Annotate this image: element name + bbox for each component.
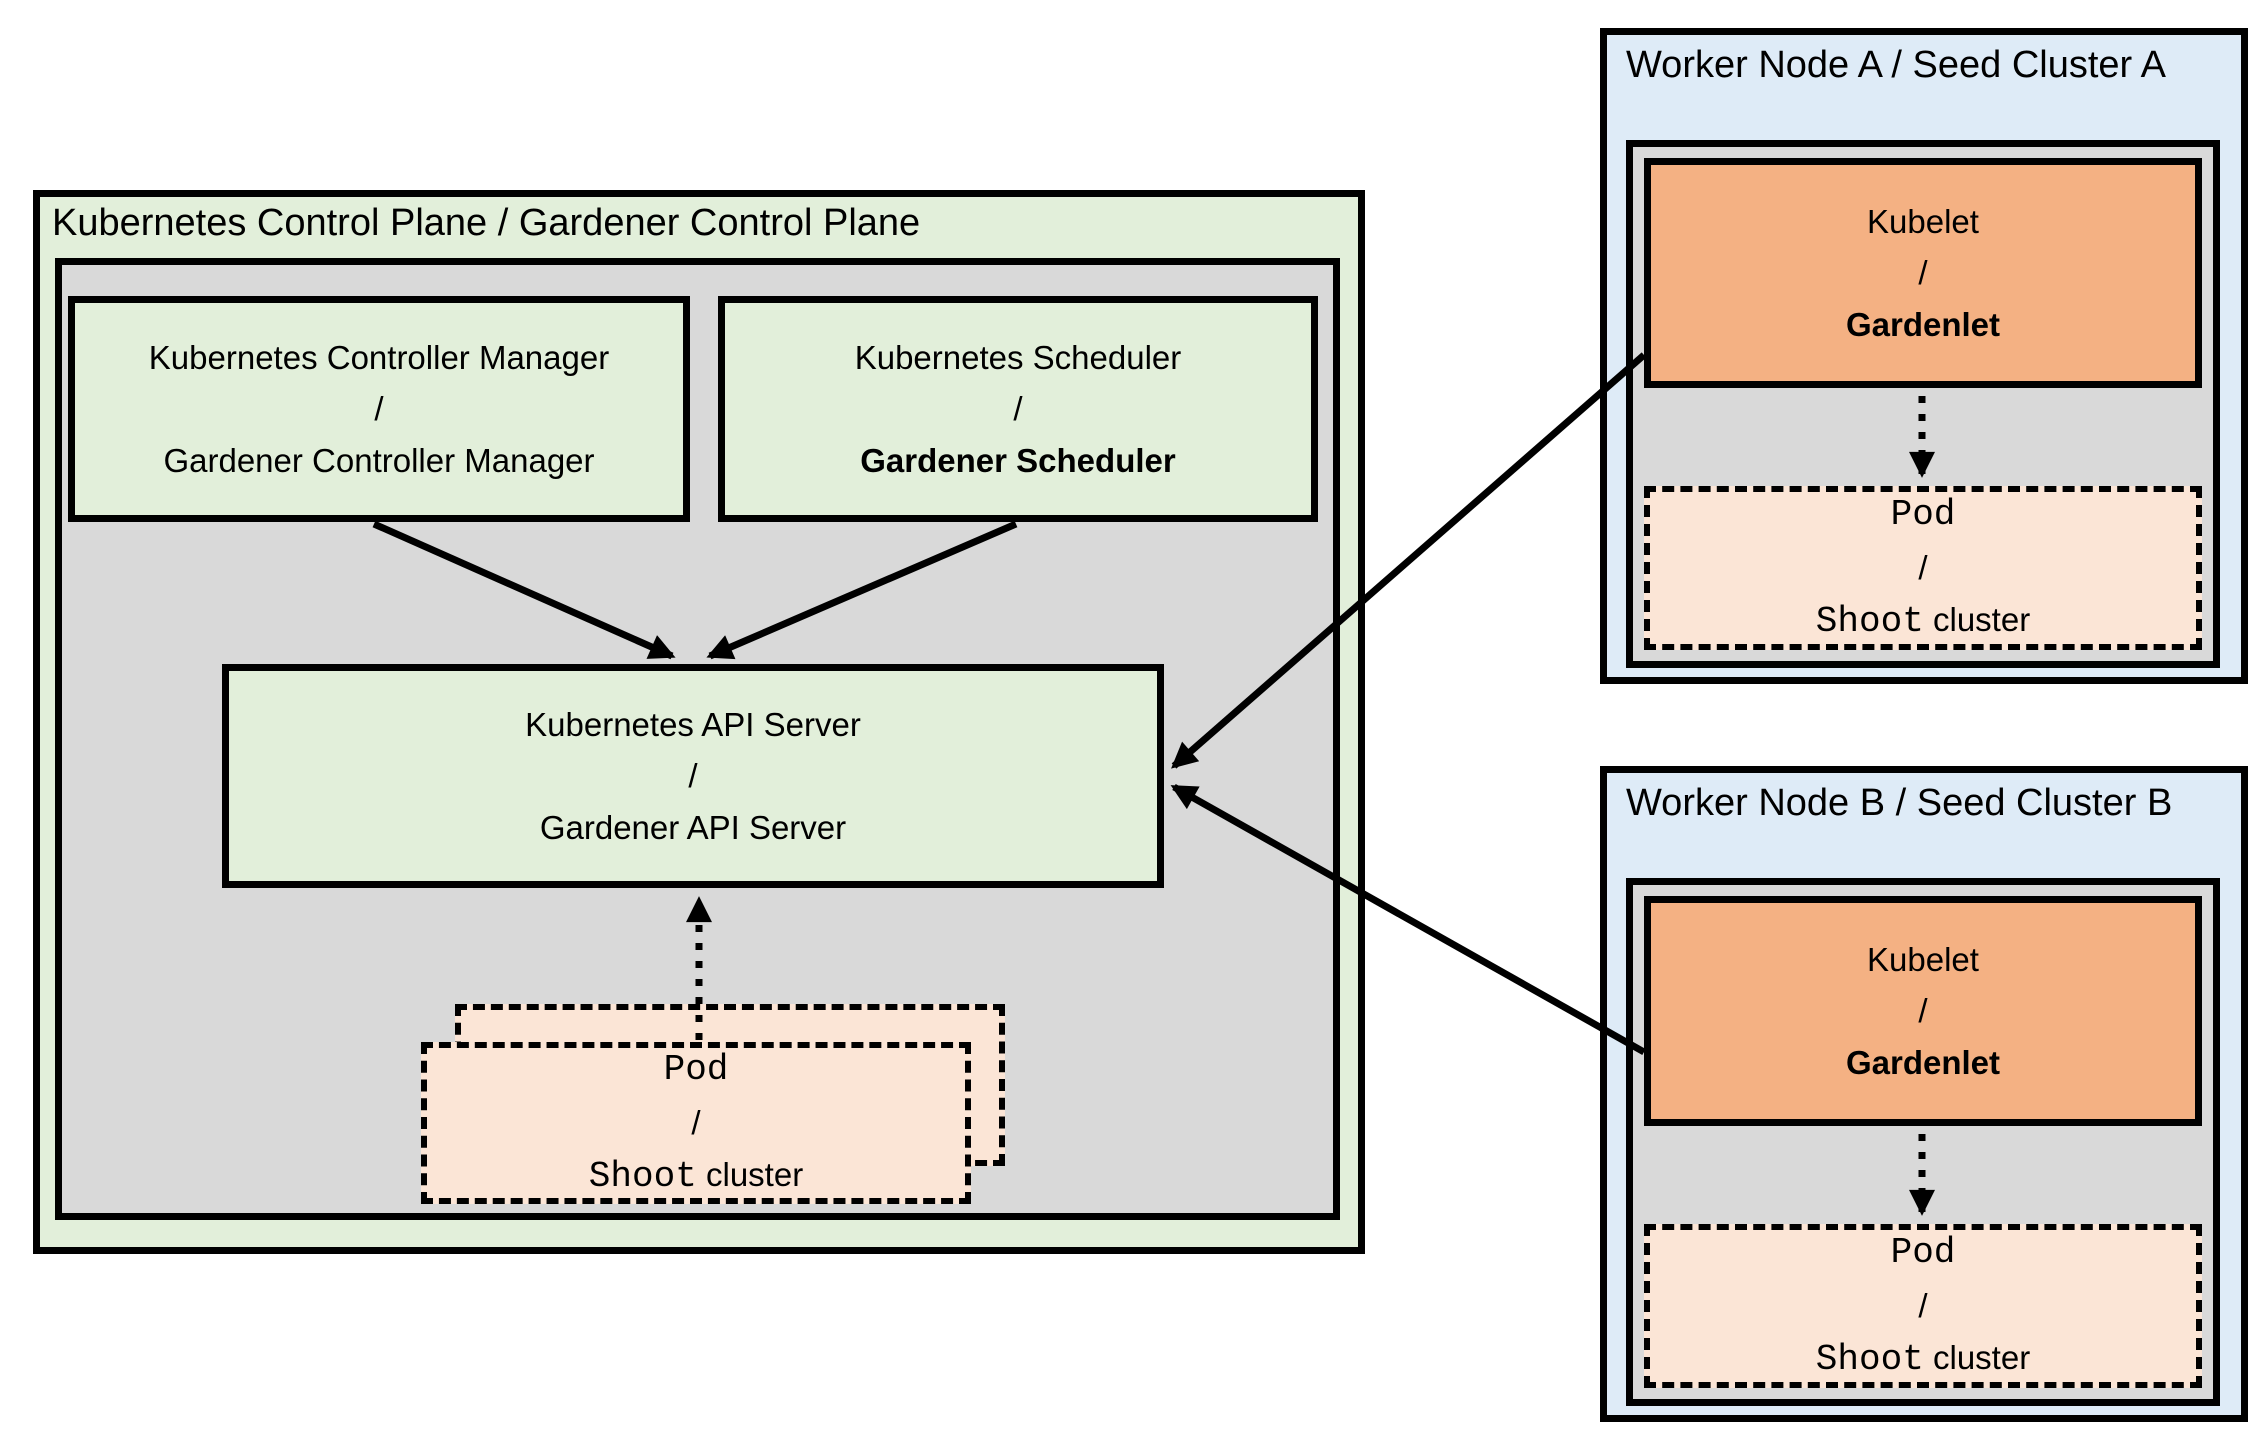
cluster-b-label: cluster [1933,1338,2031,1376]
api-server-kubernetes-label: Kubernetes API Server [525,706,861,744]
shoot-a-label: Shoot [1815,600,1924,642]
controller-manager-box: Kubernetes Controller Manager / Gardener… [68,296,690,522]
pod-b-separator: / [1918,1287,1928,1325]
pod-shoot-cluster-b-box: Pod / Shoot cluster [1644,1224,2202,1388]
pod-separator: / [691,1104,701,1142]
pod-a-label: Pod [1890,493,1956,535]
shoot-b-label: Shoot [1815,1338,1924,1380]
control-plane-title: Kubernetes Control Plane / Gardener Cont… [52,202,921,244]
scheduler-separator: / [1013,390,1023,428]
api-server-separator: / [688,757,698,795]
worker-node-a-title: Worker Node A / Seed Cluster A [1626,44,2167,86]
shoot-cluster-a-line: Shoot cluster [1816,594,2030,650]
pod-label: Pod [663,1048,729,1090]
shoot-cluster-b-line: Shoot cluster [1816,1332,2030,1388]
api-server-box: Kubernetes API Server / Gardener API Ser… [222,664,1164,888]
kubelet-b-separator: / [1918,992,1928,1030]
controller-manager-separator: / [374,390,384,428]
scheduler-kubernetes-label: Kubernetes Scheduler [854,339,1182,377]
kubelet-b-box: Kubelet / Gardenlet [1644,896,2202,1126]
cluster-label: cluster [706,1155,804,1193]
controller-manager-kubernetes-label: Kubernetes Controller Manager [148,339,610,377]
scheduler-gardener-label: Gardener Scheduler [860,441,1176,479]
worker-node-b-title: Worker Node B / Seed Cluster B [1626,782,2173,824]
pod-shoot-cluster-box: Pod / Shoot cluster [421,1042,971,1204]
pod-b-label: Pod [1890,1231,1956,1273]
gardenlet-a-label: Gardenlet [1845,305,2001,343]
pod-a-separator: / [1918,549,1928,587]
gardenlet-b-label: Gardenlet [1845,1043,2001,1081]
kubelet-a-box: Kubelet / Gardenlet [1644,158,2202,388]
shoot-label: Shoot [588,1155,697,1197]
kubelet-b-label: Kubelet [1867,941,1979,979]
api-server-gardener-label: Gardener API Server [539,808,847,846]
shoot-cluster-line: Shoot cluster [589,1149,803,1205]
cluster-a-label: cluster [1933,600,2031,638]
kubelet-a-separator: / [1918,254,1928,292]
pod-shoot-cluster-a-box: Pod / Shoot cluster [1644,486,2202,650]
kubelet-a-label: Kubelet [1867,203,1979,241]
scheduler-box: Kubernetes Scheduler / Gardener Schedule… [718,296,1318,522]
controller-manager-gardener-label: Gardener Controller Manager [163,441,595,479]
